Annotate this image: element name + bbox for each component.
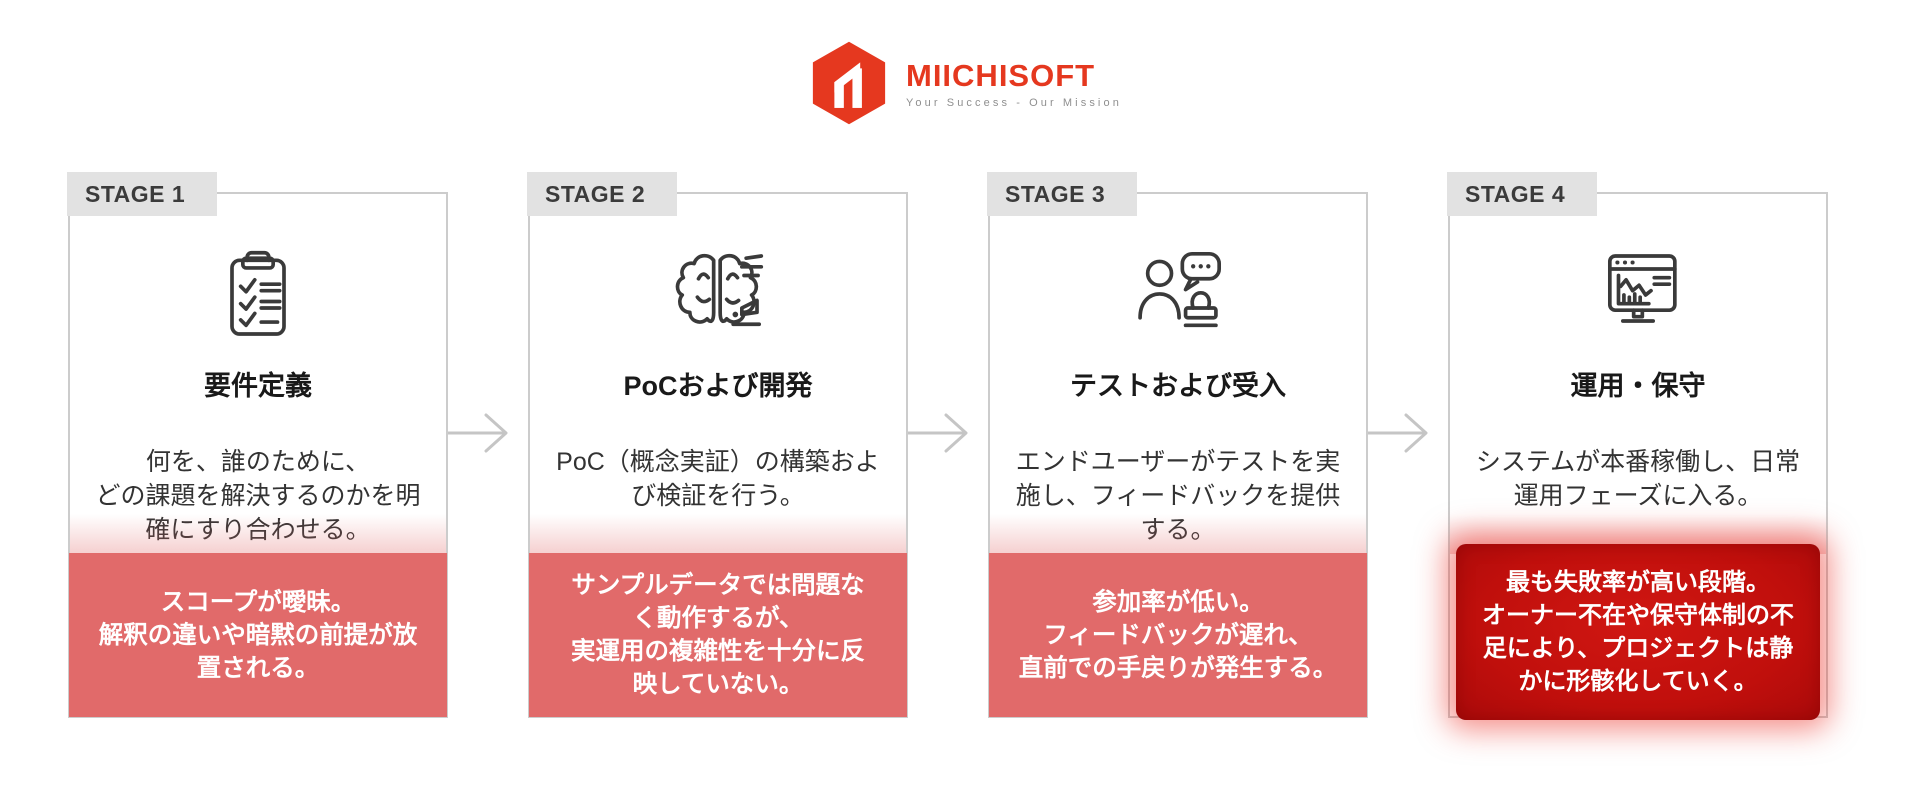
logo: MIICHISOFT Your Success - Our Mission — [806, 40, 1122, 128]
stage-4-risk-text: 最も失敗率が高い段階。 オーナー不在や保守体制の不 足により、プロジェクトは静 … — [1482, 569, 1794, 695]
brand-tagline: Your Success - Our Mission — [906, 97, 1122, 109]
monitor-chart-icon — [1450, 242, 1826, 348]
stage-3-description: エンドユーザーがテストを実 施し、フィードバックを提供 する。 — [1015, 448, 1341, 544]
stage-3-title: テストおよび受入 — [1070, 371, 1286, 401]
stage-1-tab: STAGE 1 — [67, 172, 217, 216]
arrow-right-icon — [908, 408, 988, 458]
arrow-right-icon — [1368, 408, 1448, 458]
stage-4-risk-panel: 最も失敗率が高い段階。 オーナー不在や保守体制の不 足により、プロジェクトは静 … — [1456, 544, 1820, 720]
arrow-right-icon — [448, 408, 528, 458]
stage-2-tab: STAGE 2 — [527, 172, 677, 216]
stage-4-title: 運用・保守 — [1570, 371, 1706, 401]
stage-card-3: STAGE 3 テストおよび受入 エンドユーザーがテストを実 施し、フィードバッ… — [987, 172, 1368, 718]
fade-gradient — [990, 514, 1366, 554]
stage-2-risk-text: サンプルデータでは問題な く動作するが、 実運用の複雑性を十分に反 映していない… — [571, 572, 865, 698]
stage-4-tab: STAGE 4 — [1447, 172, 1597, 216]
stage-2-risk-panel: サンプルデータでは問題な く動作するが、 実運用の複雑性を十分に反 映していない… — [529, 553, 907, 717]
stage-3-risk-panel: 参加率が低い。 フィードバックが遅れ、 直前での手戻りが発生する。 — [989, 553, 1367, 717]
stage-card-1: STAGE 1 要件定義 何を、誰のために、 どの課題を解決するのかを明 確にす… — [67, 172, 448, 718]
fade-gradient — [530, 514, 906, 554]
stage-1-risk-panel: スコープが曖昧。 解釈の違いや暗黙の前提が放 置される。 — [69, 553, 447, 717]
stage-2-description: PoC（概念実証）の構築およ び検証を行う。 — [556, 448, 880, 510]
stage-card-2: STAGE 2 PoCおよび開発 PoC（概念実証）の構築およ び検証を行う。 … — [527, 172, 908, 718]
stage-1-description: 何を、誰のために、 どの課題を解決するのかを明 確にすり合わせる。 — [95, 448, 421, 544]
fade-gradient — [70, 514, 446, 554]
hexagon-m-logo-icon — [806, 40, 892, 128]
stage-3-tab: STAGE 3 — [987, 172, 1137, 216]
stage-4-description: システムが本番稼働し、日常 運用フェーズに入る。 — [1475, 448, 1801, 510]
stage-1-title: 要件定義 — [204, 371, 312, 401]
stage-3-risk-text: 参加率が低い。 フィードバックが遅れ、 直前での手戻りが発生する。 — [1018, 588, 1338, 682]
clipboard-checklist-icon — [70, 242, 446, 348]
stage-1-risk-text: スコープが曖昧。 解釈の違いや暗黙の前提が放 置される。 — [98, 588, 418, 682]
stage-2-title: PoCおよび開発 — [623, 371, 813, 401]
stage-card-4: STAGE 4 運用・保守 システムが本番稼働し、日常 運用フェーズに入る。 最… — [1447, 172, 1828, 720]
brand-name: MIICHISOFT — [906, 58, 1096, 93]
brain-icon — [530, 242, 906, 348]
user-feedback-stamp-icon — [990, 242, 1366, 348]
